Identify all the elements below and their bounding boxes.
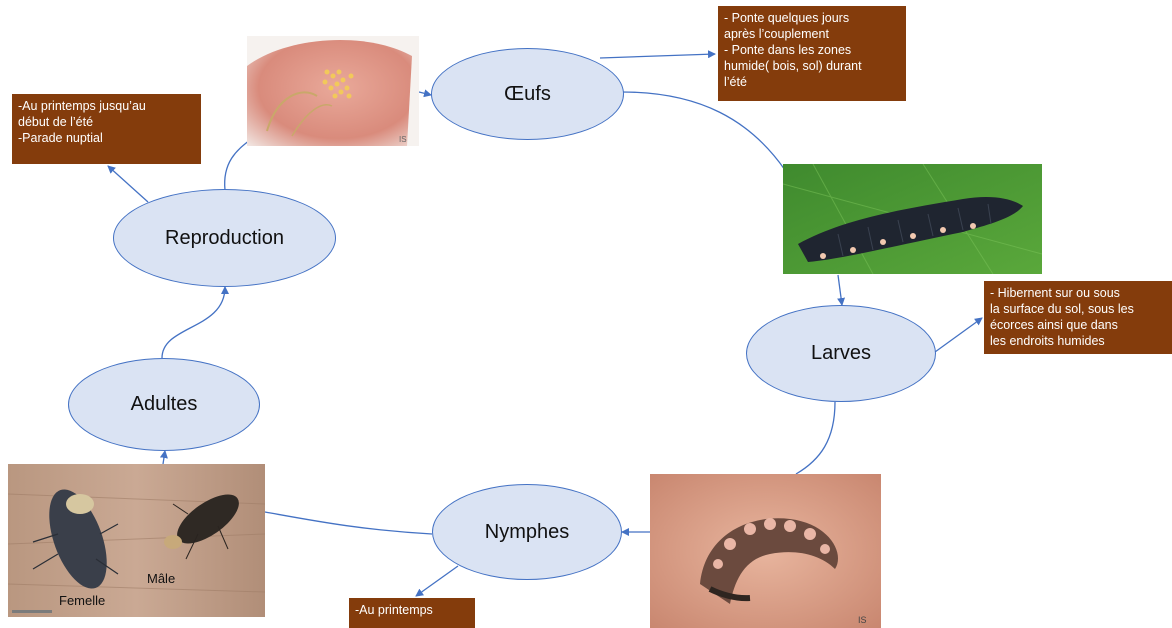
- larva-photo: [783, 164, 1042, 274]
- connector-larvae-photo-to-larves: [838, 275, 842, 305]
- svg-text:IS: IS: [399, 135, 407, 144]
- connector-nymphes-to-adult-photo: [265, 512, 432, 534]
- stage-larves: Larves: [746, 305, 936, 402]
- note-nymphes: -Au printemps: [349, 598, 475, 628]
- male-label: Mâle: [147, 571, 175, 586]
- connector-reproduction-to-note: [108, 166, 148, 202]
- adults-photo: Mâle Femelle: [8, 464, 265, 617]
- connector-nymphes-to-note: [416, 566, 458, 596]
- eggs-photo: IS: [247, 36, 419, 146]
- nymph-photo: IS: [650, 474, 881, 628]
- connector-larves-to-note: [935, 318, 982, 352]
- female-label: Femelle: [59, 593, 105, 608]
- stage-adultes: Adultes: [68, 358, 260, 451]
- stage-oeufs: Œufs: [431, 48, 624, 140]
- note-larves: - Hibernent sur ou sous la surface du so…: [984, 281, 1172, 354]
- connector-reproduction-to-egg-photo: [225, 140, 250, 190]
- connector-adult-photo-to-adultes: [163, 451, 165, 464]
- connector-larves-to-nymph-photo: [796, 402, 835, 474]
- svg-text:IS: IS: [858, 615, 867, 625]
- connector-oeufs-to-note: [600, 54, 715, 58]
- stage-reproduction: Reproduction: [113, 189, 336, 287]
- stage-nymphes: Nymphes: [432, 484, 622, 580]
- note-reproduction: -Au printemps jusqu’au début de l’été -P…: [12, 94, 201, 164]
- connector-adultes-to-reproduction: [162, 287, 225, 358]
- note-oeufs: - Ponte quelques jours après l’couplemen…: [718, 6, 906, 101]
- connector-oeufs-to-larvae-photo: [622, 92, 785, 170]
- connector-photo-to-oeufs: [419, 92, 431, 95]
